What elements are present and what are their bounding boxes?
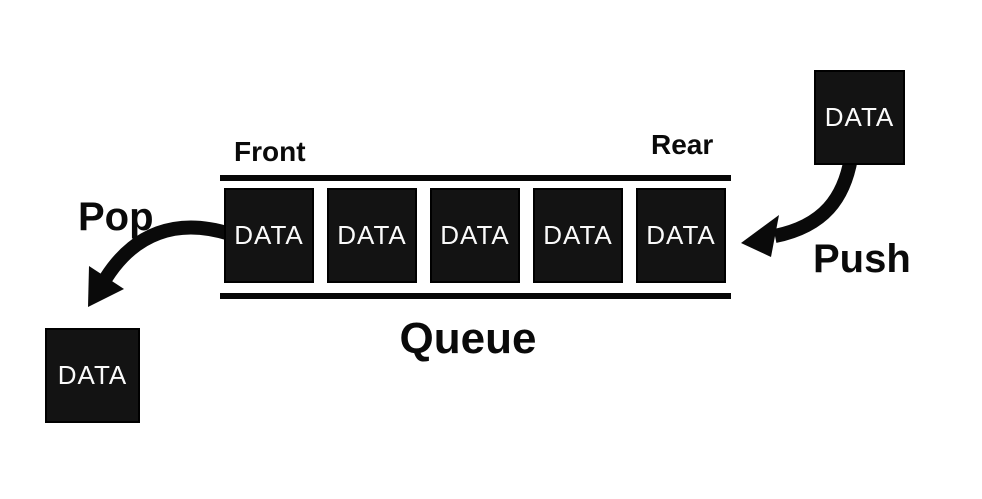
queue-cell: DATA <box>327 188 417 283</box>
queue-cell: DATA <box>224 188 314 283</box>
queue-cells-row: DATA DATA DATA DATA DATA <box>224 188 726 283</box>
queue-bottom-boundary <box>220 293 731 299</box>
queue-cell: DATA <box>533 188 623 283</box>
pop-arrow-icon <box>88 220 233 307</box>
pop-label: Pop <box>78 195 154 239</box>
front-label: Front <box>234 136 306 167</box>
queue-cell: DATA <box>430 188 520 283</box>
queue-top-boundary <box>220 175 731 181</box>
push-arrow-icon <box>741 156 858 257</box>
queue-cell: DATA <box>636 188 726 283</box>
diagram-title: Queue <box>399 314 537 363</box>
incoming-data-cell: DATA <box>814 70 905 165</box>
rear-label: Rear <box>651 129 714 160</box>
push-label: Push <box>813 237 911 281</box>
popped-data-cell: DATA <box>45 328 140 423</box>
